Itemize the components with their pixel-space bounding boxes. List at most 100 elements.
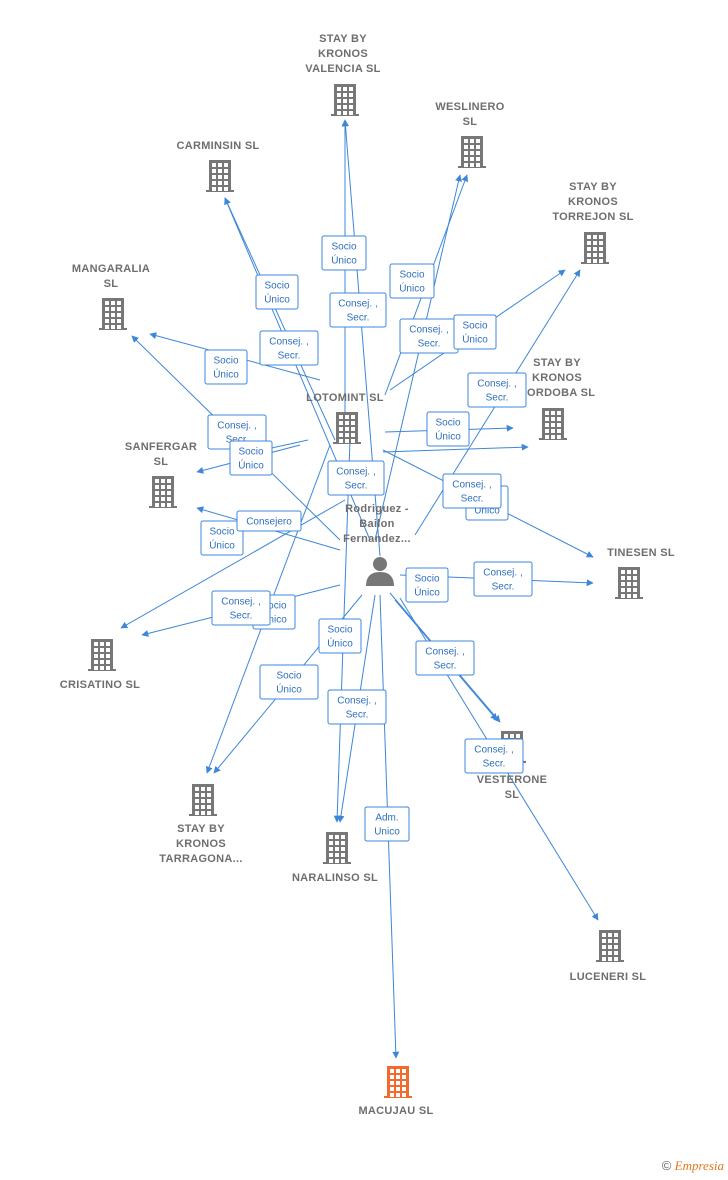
company-sanfergar-building-icon[interactable] (149, 476, 177, 508)
edge-label-text: Único (435, 430, 461, 443)
company-stay_valencia-building-icon[interactable] (331, 84, 359, 116)
building-window (345, 415, 349, 419)
building-window (593, 259, 597, 263)
building-window (551, 417, 555, 421)
edge-label-text: Consej. , (221, 597, 260, 608)
building-window (201, 805, 205, 809)
building-window (117, 319, 121, 323)
edge-label-text: Secr. (434, 661, 457, 672)
building-window (329, 835, 333, 839)
company-label: CRISATINO SL (60, 679, 140, 691)
brand-logo[interactable]: Empresia (674, 1158, 724, 1173)
edge-label[interactable]: Consejero (236, 510, 302, 532)
edge-label[interactable]: Consej. ,Secr. (327, 460, 385, 496)
building-window (545, 423, 549, 427)
edge-label[interactable]: Consej. ,Secr. (259, 330, 319, 366)
building-window (117, 325, 121, 329)
edge-label[interactable]: Consej. ,Secr. (415, 640, 475, 676)
building-window (627, 594, 631, 598)
building-window (602, 951, 606, 955)
footer-credit: © Empresia (662, 1158, 724, 1174)
building-window (105, 313, 109, 317)
building-window (402, 1069, 406, 1073)
building-window (224, 187, 228, 191)
edge-label-text: Consej. , (452, 480, 491, 491)
edge-label-text: Consejero (246, 517, 292, 528)
building-window (341, 835, 345, 839)
building-window (161, 503, 165, 507)
edge-label[interactable]: Consej. ,Secr. (399, 318, 459, 354)
building-window (100, 642, 104, 646)
building-window (341, 841, 345, 845)
building-window (207, 811, 211, 815)
company-mangaralia-building-icon[interactable] (99, 298, 127, 330)
company-label: SL (505, 789, 520, 801)
building-window (390, 1069, 394, 1073)
building-window (633, 582, 637, 586)
building-window (464, 139, 468, 143)
edge-label-text: Consej. , (338, 299, 377, 310)
company-macujau-building-icon[interactable] (384, 1066, 412, 1098)
edge-label[interactable]: Consej. ,Secr. (464, 738, 524, 774)
building-window (94, 642, 98, 646)
company-label: CARMINSIN SL (176, 140, 259, 152)
building-window (201, 811, 205, 815)
building-window (464, 163, 468, 167)
company-lotomint-building-icon[interactable] (333, 412, 361, 444)
edge-label[interactable]: Consej. ,Secr. (467, 372, 527, 408)
edge-label[interactable]: Consej. ,Secr. (473, 561, 533, 597)
building-window (599, 259, 603, 263)
company-label: STAY BY (569, 181, 617, 193)
building-window (339, 433, 343, 437)
building-window (593, 253, 597, 257)
company-luceneri-building-icon[interactable] (596, 930, 624, 962)
building-window (551, 435, 555, 439)
company-stay_tarragona-building-icon[interactable] (189, 784, 217, 816)
company-crisatino-building-icon[interactable] (88, 639, 116, 671)
building-window (201, 799, 205, 803)
building-window (608, 933, 612, 937)
edge-label-text: Consej. , (217, 421, 256, 432)
edge-label[interactable]: Consej. ,Secr. (442, 473, 502, 509)
company-stay_torrejon-building-icon[interactable] (581, 232, 609, 264)
company-label: CORDOBA SL (519, 387, 596, 399)
edge-label-box (321, 235, 367, 271)
building-window (351, 439, 355, 443)
company-tinesen-building-icon[interactable] (615, 567, 643, 599)
building-window (390, 1093, 394, 1097)
building-window (167, 497, 171, 501)
building-window (396, 1087, 400, 1091)
building-window (599, 247, 603, 251)
building-window (329, 841, 333, 845)
edge-label[interactable]: Consej. ,Secr. (327, 689, 387, 725)
building-window (633, 594, 637, 598)
building-window (105, 325, 109, 329)
edge-label[interactable]: Consej. ,Secr. (329, 292, 387, 328)
person-icon[interactable] (366, 557, 394, 586)
edge-label-text: Socio (414, 574, 439, 585)
building-window (117, 313, 121, 317)
building-window (396, 1075, 400, 1079)
edge-label[interactable]: Adm.Unico (364, 806, 410, 842)
edge-label[interactable]: Consej. ,Secr. (211, 590, 271, 626)
building-window (94, 660, 98, 664)
company-naralinso-building-icon[interactable] (323, 832, 351, 864)
company-carminsin-building-icon[interactable] (206, 160, 234, 192)
company-stay_cordoba-building-icon[interactable] (539, 408, 567, 440)
building-window (343, 87, 347, 91)
edge-label-box (364, 806, 410, 842)
company-label: NARALINSO SL (292, 872, 378, 884)
company-weslinero-building-icon[interactable] (458, 136, 486, 168)
